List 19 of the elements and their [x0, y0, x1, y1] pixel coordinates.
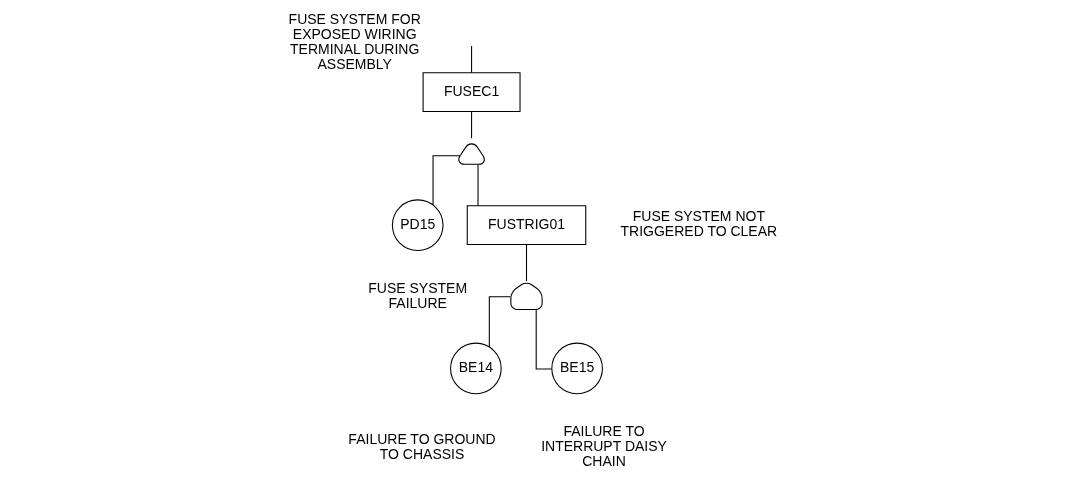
node-circle: PD15 — [391, 199, 444, 252]
connector — [477, 164, 479, 207]
node-gate — [458, 143, 485, 165]
node-gate — [510, 282, 543, 310]
connector — [488, 296, 512, 348]
node-label: FAILURE TO GROUND TO CHASSIS — [348, 430, 496, 462]
node-box: FUSTRIG01 — [466, 205, 587, 246]
node-label: FAILURE TO INTERRUPT DAISY CHAIN — [541, 423, 667, 470]
node-circle: BE14 — [450, 342, 502, 395]
connector — [432, 155, 461, 206]
node-label: FUSE SYSTEM NOT TRIGGERED TO CLEAR — [620, 208, 778, 240]
node-label: FUSE SYSTEM FAILURE — [368, 279, 468, 312]
connector — [525, 244, 528, 282]
node-circle: BE15 — [551, 342, 603, 395]
node-box: FUSEC1 — [422, 72, 521, 113]
connector — [471, 45, 473, 74]
connector — [471, 111, 473, 139]
connector — [535, 309, 552, 370]
node-label: FUSE SYSTEM FOR EXPOSED WIRING TERMINAL DURING ASSEMBLY — [288, 10, 421, 72]
